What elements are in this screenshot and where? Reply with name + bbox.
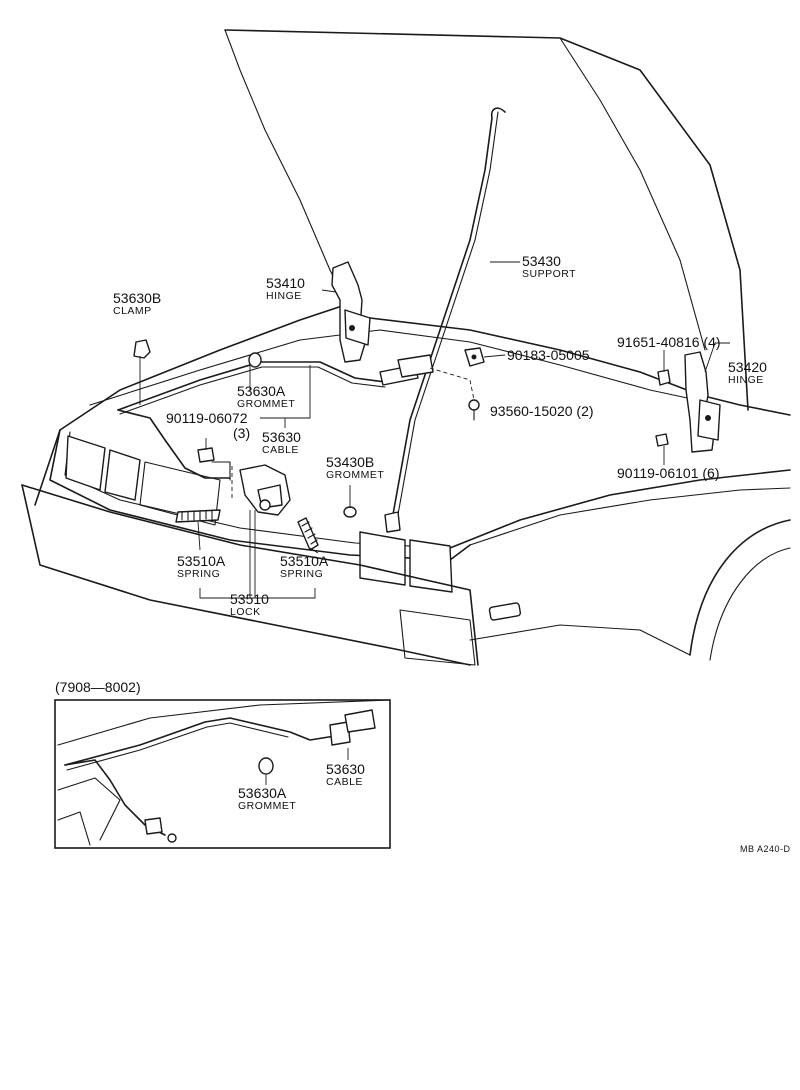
grommet-a-number: 53630A (237, 383, 286, 399)
label-bolt-90119-06101: 90119-06101 (6) (617, 465, 719, 481)
spring-right-number: 53510A (280, 553, 329, 569)
label-lock: 53510 LOCK (230, 591, 269, 618)
bolt-90183-number: 90183-05005 (507, 347, 590, 363)
cable-name: CABLE (262, 444, 299, 456)
label-support: 53430 SUPPORT (522, 253, 576, 280)
spring-left-part (175, 509, 221, 523)
label-screw-93560: 93560-15020 (2) (490, 403, 594, 419)
label-hinge-left: 53410 HINGE (266, 275, 305, 302)
hood-panel (224, 29, 749, 411)
spring-left-name: SPRING (177, 568, 220, 580)
spring-right-name: SPRING (280, 568, 323, 580)
clamp-name: CLAMP (113, 305, 152, 317)
clamp-number: 53630B (113, 290, 161, 306)
hinge-right-name: HINGE (728, 374, 764, 386)
bolt-91651-part (657, 369, 671, 386)
label-bolt-90119-06072: 90119-06072 (3) (166, 410, 250, 441)
support-rod (384, 107, 506, 533)
inset-title: (7908—8002) (55, 679, 141, 695)
support-name: SUPPORT (522, 268, 576, 280)
label-bolt-90183: 90183-05005 (507, 347, 590, 363)
screw-93560-number: 93560-15020 (2) (490, 403, 594, 419)
bolt-91651-number: 91651-40816 (4) (617, 334, 721, 350)
label-cable: 53630 CABLE (262, 429, 301, 456)
inset-grommet-number: 53630A (238, 785, 287, 801)
right-hinge (684, 351, 721, 453)
clamp-part (133, 339, 151, 405)
inset-cable-name: CABLE (326, 776, 363, 788)
spring-left-number: 53510A (177, 553, 226, 569)
leader-lines (197, 261, 730, 599)
bolt-90119-06101-number: 90119-06101 (6) (617, 465, 719, 481)
bolt-90119-06072-number: 90119-06072 (166, 410, 248, 426)
screw-93560-part (468, 399, 480, 421)
lock-assembly (211, 461, 291, 516)
lock-name: LOCK (230, 606, 261, 618)
label-spring-right: 53510A SPRING (280, 553, 329, 580)
inset-grommet-part (258, 757, 274, 775)
lock-number: 53510 (230, 591, 269, 607)
label-grommet-a: 53630A GROMMET (237, 383, 295, 410)
grommet-b-part (343, 506, 357, 518)
cable-number: 53630 (262, 429, 301, 445)
inset-panel: (7908—8002) 53630A GROMMET 53630 CABLE (54, 679, 391, 849)
label-grommet-b: 53430B GROMMET (326, 454, 384, 481)
inset-grommet-name: GROMMET (238, 800, 296, 812)
grommet-b-number: 53430B (326, 454, 374, 470)
bolt-90119-06072-qty: (3) (233, 425, 250, 441)
hinge-right-number: 53420 (728, 359, 767, 375)
inset-cable-number: 53630 (326, 761, 365, 777)
label-clamp: 53630B CLAMP (113, 290, 161, 317)
grommet-a-name: GROMMET (237, 398, 295, 410)
bolt-90119-06072-part (197, 447, 215, 463)
label-bolt-91651: 91651-40816 (4) (617, 334, 721, 350)
hinge-left-name: HINGE (266, 290, 302, 302)
spring-right-part (297, 517, 319, 551)
grommet-b-name: GROMMET (326, 469, 384, 481)
label-spring-left: 53510A SPRING (177, 553, 226, 580)
support-number: 53430 (522, 253, 561, 269)
left-hinge (331, 261, 371, 363)
bolt-90119-06101-part (655, 433, 669, 447)
label-hinge-right: 53420 HINGE (728, 359, 767, 386)
bolt-90183-part (464, 347, 485, 367)
diagram-code: MB A240-D (740, 844, 791, 854)
hinge-left-number: 53410 (266, 275, 305, 291)
release-cable (117, 352, 434, 479)
